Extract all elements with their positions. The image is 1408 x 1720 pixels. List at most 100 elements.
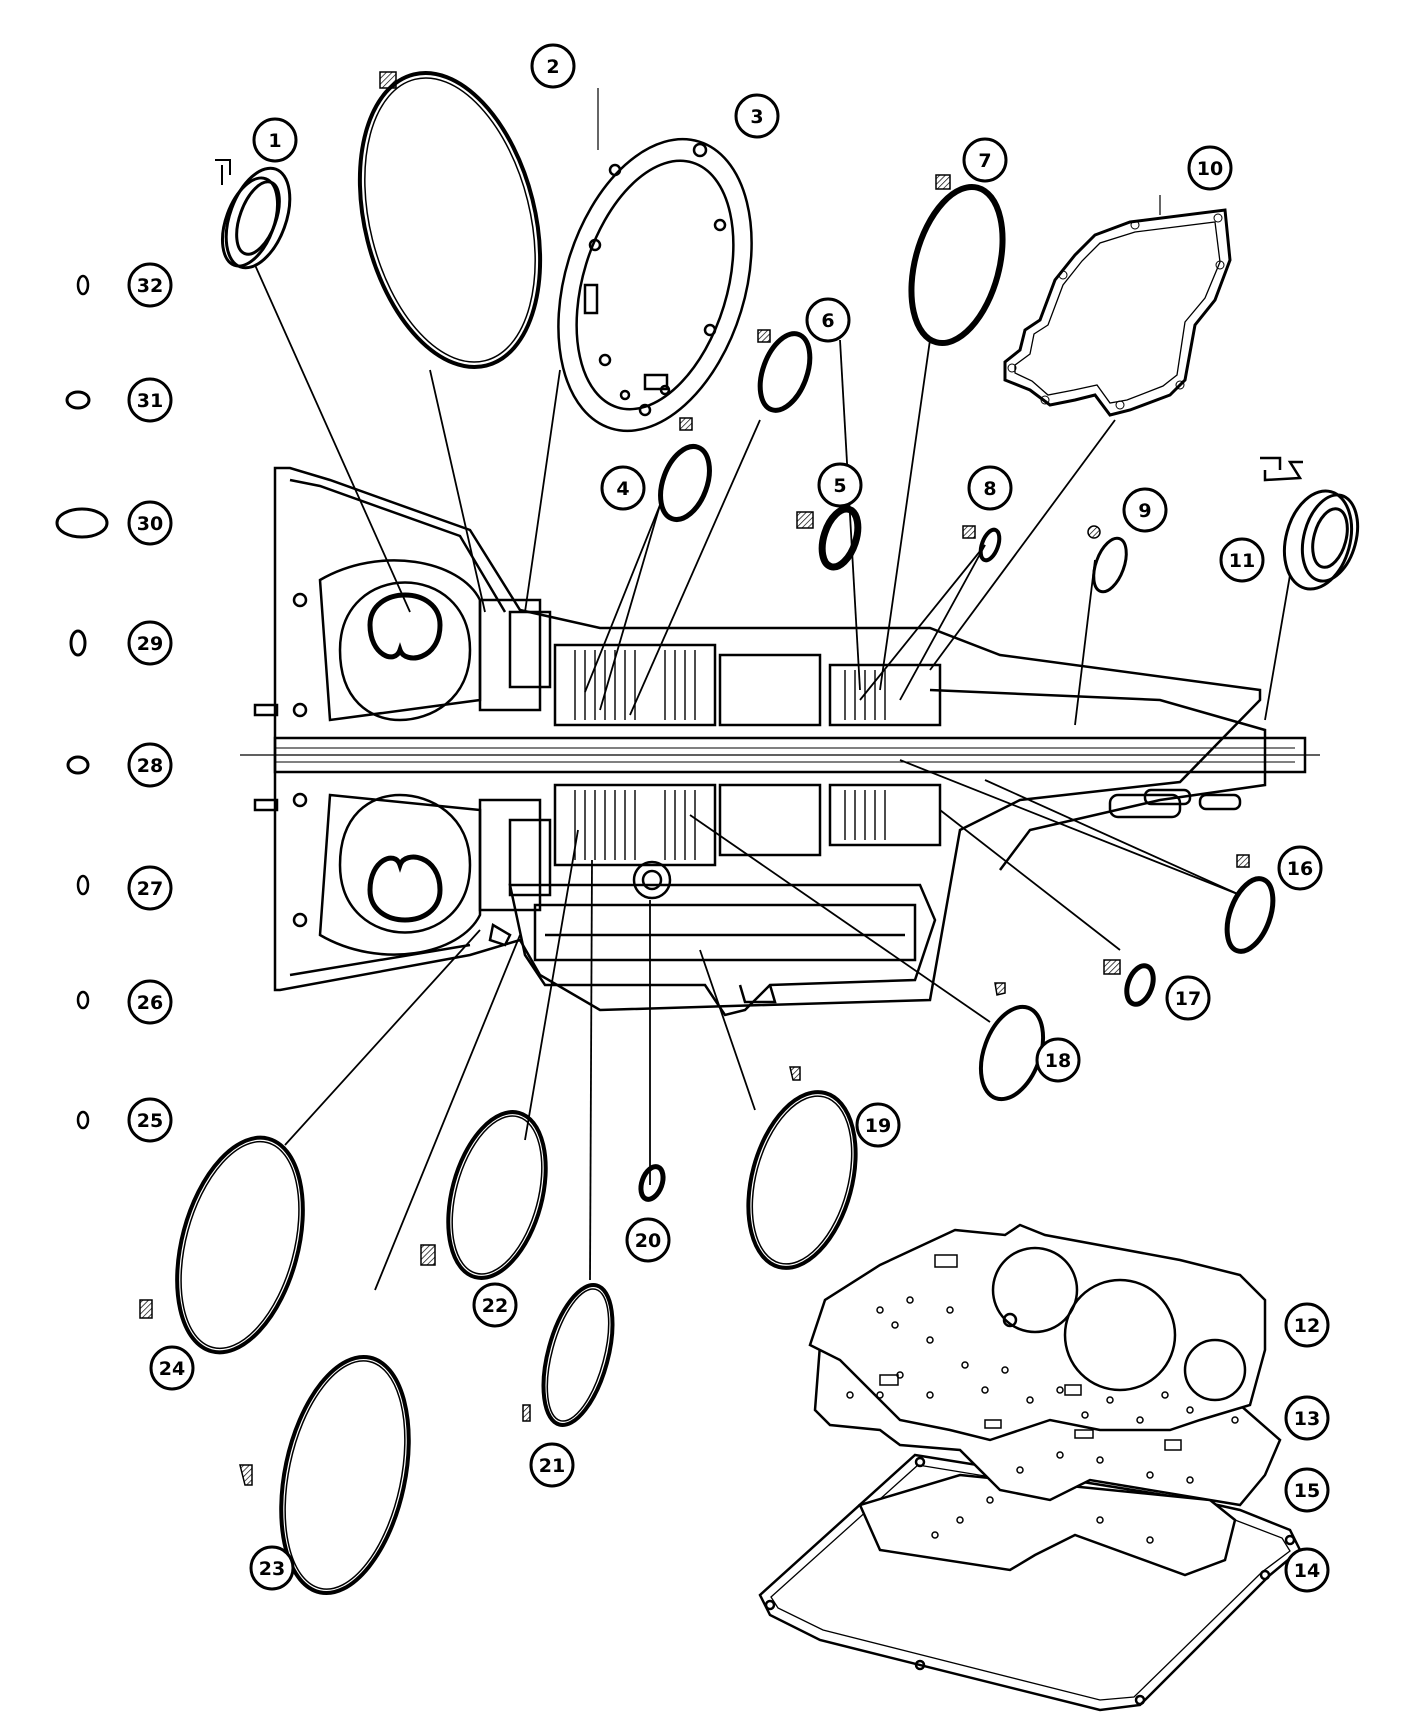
callout-32: 32 <box>127 262 173 308</box>
ring-20 <box>638 1164 666 1202</box>
callout-label: 23 <box>259 1558 285 1580</box>
callout-circle <box>249 1545 295 1591</box>
callout-circle <box>805 297 851 343</box>
ring-19 <box>746 1090 858 1270</box>
callout-circle <box>1284 1302 1330 1348</box>
callout-label: 29 <box>137 633 163 655</box>
callout-label: 30 <box>137 513 163 535</box>
callout-label: 13 <box>1294 1408 1320 1430</box>
callout-label: 20 <box>635 1230 661 1252</box>
callout-circle <box>127 377 173 423</box>
callout-circle <box>967 465 1013 511</box>
callout-label: 6 <box>821 310 834 332</box>
ring-6 <box>757 331 813 413</box>
pump-gasket <box>557 137 753 433</box>
callout-circle <box>530 43 576 89</box>
callout-26: 26 <box>127 979 173 1025</box>
callout-circle <box>127 1097 173 1143</box>
extension-housing-gasket <box>1003 208 1232 417</box>
callout-circle <box>1284 1395 1330 1441</box>
bell-housing-oring <box>357 71 543 369</box>
leader-lines <box>254 88 1291 1291</box>
callout-label: 32 <box>137 275 163 297</box>
callout-label: 7 <box>978 150 991 172</box>
callout-label: 16 <box>1287 858 1313 880</box>
callout-label: 2 <box>546 56 559 78</box>
callout-label: 14 <box>1294 1560 1320 1582</box>
front-pump-seal <box>215 159 292 270</box>
callout-label: 28 <box>137 755 163 777</box>
callout-circle <box>1277 845 1323 891</box>
callout-circle <box>1219 537 1265 583</box>
callout-label: 9 <box>1138 500 1151 522</box>
callout-label: 4 <box>616 478 629 500</box>
callout-20: 20 <box>625 1217 671 1263</box>
callout-10: 10 <box>1187 145 1233 191</box>
callout-27: 27 <box>127 865 173 911</box>
oring-25 <box>76 1110 90 1130</box>
callout-label: 18 <box>1045 1050 1071 1072</box>
valve-body-plates <box>758 1223 1302 1712</box>
callout-23: 23 <box>249 1545 295 1591</box>
ring-9 <box>1092 536 1128 594</box>
callout-label: 27 <box>137 878 163 900</box>
ring-21 <box>541 1283 615 1427</box>
callout-label: 31 <box>137 390 163 412</box>
callout-circle <box>600 465 646 511</box>
callout-31: 31 <box>127 377 173 423</box>
callout-label: 24 <box>159 1358 185 1380</box>
ring-7 <box>908 183 1006 347</box>
ring-24 <box>175 1135 305 1355</box>
callout-29: 29 <box>127 620 173 666</box>
callout-2: 2 <box>530 43 576 89</box>
callout-24: 24 <box>149 1345 195 1391</box>
oring-26 <box>76 990 90 1010</box>
callout-13: 13 <box>1284 1395 1330 1441</box>
callout-14: 14 <box>1284 1547 1330 1593</box>
callout-15: 15 <box>1284 1467 1330 1513</box>
callout-label: 11 <box>1229 550 1255 572</box>
callout-label: 25 <box>137 1110 163 1132</box>
callout-9: 9 <box>1122 487 1168 533</box>
callout-circle <box>625 1217 671 1263</box>
callout-label: 19 <box>865 1115 891 1137</box>
callout-circle <box>127 620 173 666</box>
callout-7: 7 <box>962 137 1008 183</box>
ring-5 <box>818 505 862 571</box>
oring-28 <box>66 755 90 775</box>
ring-4 <box>658 444 712 522</box>
callout-label: 5 <box>833 475 846 497</box>
callout-25: 25 <box>127 1097 173 1143</box>
callout-circle <box>127 979 173 1025</box>
callout-1: 1 <box>252 117 298 163</box>
ring-17 <box>1124 963 1156 1007</box>
callout-circle <box>127 865 173 911</box>
oring-31 <box>65 390 91 410</box>
ring-22 <box>446 1110 548 1280</box>
callout-17: 17 <box>1165 975 1211 1021</box>
callout-16: 16 <box>1277 845 1323 891</box>
callout-circle <box>127 742 173 788</box>
callout-circle <box>529 1442 575 1488</box>
callout-4: 4 <box>600 465 646 511</box>
callout-circle <box>252 117 298 163</box>
callout-18: 18 <box>1035 1037 1081 1083</box>
callout-8: 8 <box>967 465 1013 511</box>
callout-circle <box>1284 1467 1330 1513</box>
separator-plate-lower <box>858 1473 1237 1577</box>
oring-30 <box>55 507 109 539</box>
callout-11: 11 <box>1219 537 1265 583</box>
ring-16 <box>1224 876 1276 954</box>
callout-12: 12 <box>1284 1302 1330 1348</box>
callout-circle <box>734 93 780 139</box>
callout-label: 15 <box>1294 1480 1320 1502</box>
callout-label: 10 <box>1197 158 1223 180</box>
callout-5: 5 <box>817 462 863 508</box>
callout-22: 22 <box>472 1282 518 1328</box>
oring-27 <box>76 874 90 896</box>
callout-circle <box>1035 1037 1081 1083</box>
callout-circle <box>149 1345 195 1391</box>
ring-8 <box>978 527 1002 563</box>
